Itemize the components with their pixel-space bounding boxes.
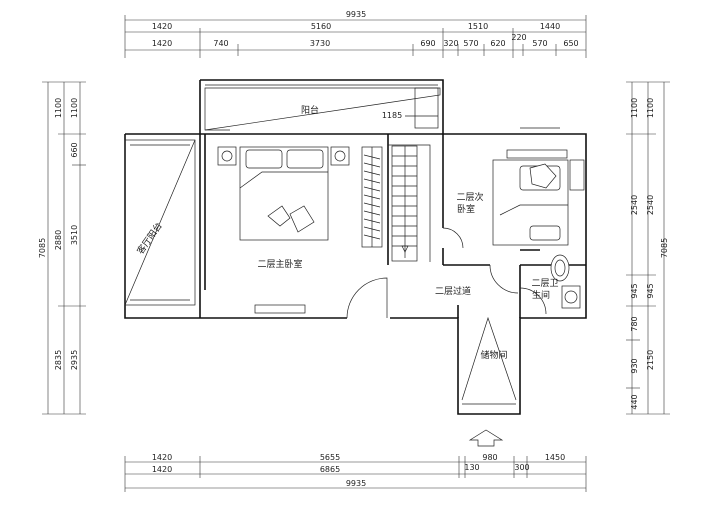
dim-top-r2-2: 3730 (310, 39, 330, 48)
dim-top-r2-5: 570 (463, 39, 478, 48)
wardrobe (361, 146, 383, 248)
dim-top-r2-4: 320 (443, 39, 458, 48)
dim-top-r1-1: 5160 (311, 22, 331, 31)
dim-right-r1-0: 1100 (630, 98, 639, 118)
top-dimension-chain: 9935 1420 5160 1510 1440 1420 740 3730 6… (124, 10, 587, 58)
bottom-dimension-chain: 1420 5655 980 1450 1420 6865 130 300 993… (124, 453, 587, 492)
inner-dim-1185: 1185 (382, 111, 402, 120)
room-label-bathroom-1: 二层卫 (531, 278, 558, 289)
second-bed (492, 127, 585, 246)
doors (346, 227, 547, 319)
dim-left-r2-2: 2835 (54, 350, 63, 370)
room-label-bathroom-2: 生间 (532, 289, 550, 301)
dim-right-overall: 7085 (660, 238, 669, 258)
dim-bottom-r2-1: 6865 (320, 465, 340, 474)
dim-left-r1-0: 1100 (70, 98, 79, 118)
dim-bottom-r1-2: 980 (482, 453, 497, 462)
dim-top-r2-9: 650 (563, 39, 578, 48)
room-label-second-bedroom-2: 卧室 (457, 203, 475, 215)
storage-detail (461, 316, 517, 405)
right-dimension-chain: 1100 2540 945 780 930 440 1100 2540 945 … (626, 81, 670, 415)
dim-right-r2-2: 945 (646, 283, 655, 298)
room-label-master-bedroom: 二层主卧室 (257, 258, 302, 270)
dim-bottom-r2-0: 1420 (152, 465, 172, 474)
dim-top-r2-8: 570 (532, 39, 547, 48)
dim-right-r1-4: 930 (630, 358, 639, 373)
dim-bottom-r2-3: 300 (514, 463, 529, 472)
tv-cabinet (254, 304, 306, 314)
exterior-walls (124, 79, 587, 415)
left-dimension-chain: 7085 1100 2880 2835 1100 660 3510 2935 (38, 81, 86, 415)
dim-right-r2-1: 2540 (646, 195, 655, 215)
dim-right-r2-0: 1100 (646, 98, 655, 118)
dim-top-r1-2: 1510 (468, 22, 488, 31)
dim-bottom-r1-3: 1450 (545, 453, 565, 462)
dim-top-r2-7: 220 (511, 33, 526, 42)
entry-arrow-icon (468, 429, 504, 447)
room-label-storage: 储物间 (480, 349, 507, 361)
dim-bottom-overall: 9935 (346, 479, 366, 488)
dim-top-r2-3: 690 (420, 39, 435, 48)
dim-left-r2-0: 1100 (54, 98, 63, 118)
bathroom-fixtures (520, 249, 581, 309)
dim-bottom-r1-0: 1420 (152, 453, 172, 462)
living-balcony-detail (124, 139, 196, 306)
dim-top-overall: 9935 (346, 10, 366, 19)
balcony-detail (204, 87, 441, 131)
dim-bottom-r2-2: 130 (464, 463, 479, 472)
dim-top-r1-3: 1440 (540, 22, 560, 31)
dim-right-r1-5: 440 (630, 394, 639, 409)
dim-left-r1-3: 2935 (70, 350, 79, 370)
master-bed (217, 146, 350, 241)
dim-bottom-r1-1: 5655 (320, 453, 340, 462)
dim-right-r2-3: 2150 (646, 350, 655, 370)
dim-top-r1-0: 1420 (152, 22, 172, 31)
room-label-corridor: 二层过道 (435, 285, 471, 297)
dim-right-r1-1: 2540 (630, 195, 639, 215)
dim-top-r2-1: 740 (213, 39, 228, 48)
room-label-balcony: 阳台 (301, 104, 319, 116)
dim-left-r1-1: 660 (70, 142, 79, 157)
staircase (388, 144, 431, 262)
dim-right-r1-3: 780 (630, 316, 639, 331)
dim-left-r1-2: 3510 (70, 225, 79, 245)
dim-left-overall: 7085 (38, 238, 47, 258)
dim-right-r1-2: 945 (630, 283, 639, 298)
dim-top-r2-0: 1420 (152, 39, 172, 48)
dim-left-r2-1: 2880 (54, 230, 63, 250)
room-label-living-balcony: 客厅阳台 (134, 220, 164, 256)
dim-top-r2-6: 620 (490, 39, 505, 48)
room-label-second-bedroom-1: 二层次 (456, 191, 483, 203)
